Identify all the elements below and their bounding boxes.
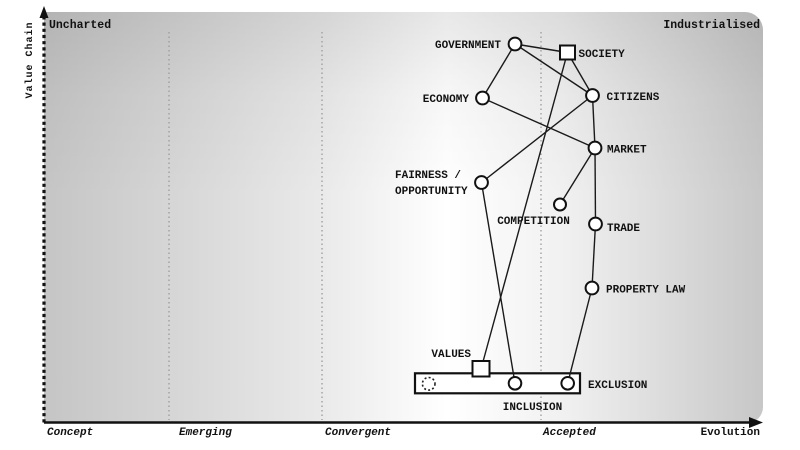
exclusion-label: EXCLUSION [588,380,647,392]
values-label: VALUES [431,349,471,361]
edge-economy-market [482,97,596,149]
edge-fairness-inclusion [480,182,516,384]
property-law-label: PROPERTY LAW [606,285,686,297]
pipeline-box [413,372,582,395]
edge-citizens-market [591,95,596,149]
stage-label-convergent: Convergent [325,427,391,439]
evolution-axis-label: Evolution [701,427,760,439]
society-label: SOCIETY [579,49,626,61]
labels: Uncharted Industrialised Value Chain GOV… [24,19,760,439]
axes [39,6,763,428]
map-gradient-background [44,12,763,423]
competition-label: COMPETITION [497,216,570,228]
edge-trade-property-law [591,223,597,289]
stage-label-concept: Concept [47,427,93,439]
inclusion-label: INCLUSION [503,402,562,414]
node-fairness-opportunity [474,175,489,190]
edge-government-citizens [514,43,593,97]
node-trade [588,216,603,232]
citizens-label: CITIZENS [607,92,660,104]
market-label: MARKET [607,145,647,157]
edge-property-law-exclusion [567,287,593,384]
node-citizens [585,88,600,103]
node-property-law [584,280,600,296]
node-society [559,44,576,61]
edge-society-values [480,52,569,370]
node-competition [553,197,567,212]
stage-label-emerging: Emerging [179,427,232,439]
fairness-label-line1: FAIRNESS / [395,170,461,182]
edge-government-economy [481,43,516,99]
x-axis-arrow-icon [749,417,763,428]
economy-label: ECONOMY [423,94,470,106]
edge-citizens-fairness [481,94,593,184]
node-pipeline-placeholder-dashed [421,376,436,391]
edge-market-trade [594,147,597,225]
nodes [421,36,603,391]
stage-boundaries [168,32,542,420]
value-chain-axis-label: Value Chain [24,21,36,98]
node-market [587,140,603,156]
node-inclusion [507,376,523,391]
trade-label: TRADE [607,223,640,235]
edge-market-competition [559,147,596,205]
node-exclusion [560,376,576,391]
government-label: GOVERNMENT [435,40,501,52]
node-government [507,36,523,52]
y-axis-arrow-icon [39,6,49,18]
node-economy [475,90,490,106]
fairness-label-line2: OPPORTUNITY [395,186,468,198]
industrialised-label: Industrialised [663,19,760,32]
stage-label-accepted: Accepted [542,427,596,439]
uncharted-label: Uncharted [49,19,111,32]
edge-government-society [514,43,568,54]
edges [480,43,597,384]
node-values [471,360,491,378]
